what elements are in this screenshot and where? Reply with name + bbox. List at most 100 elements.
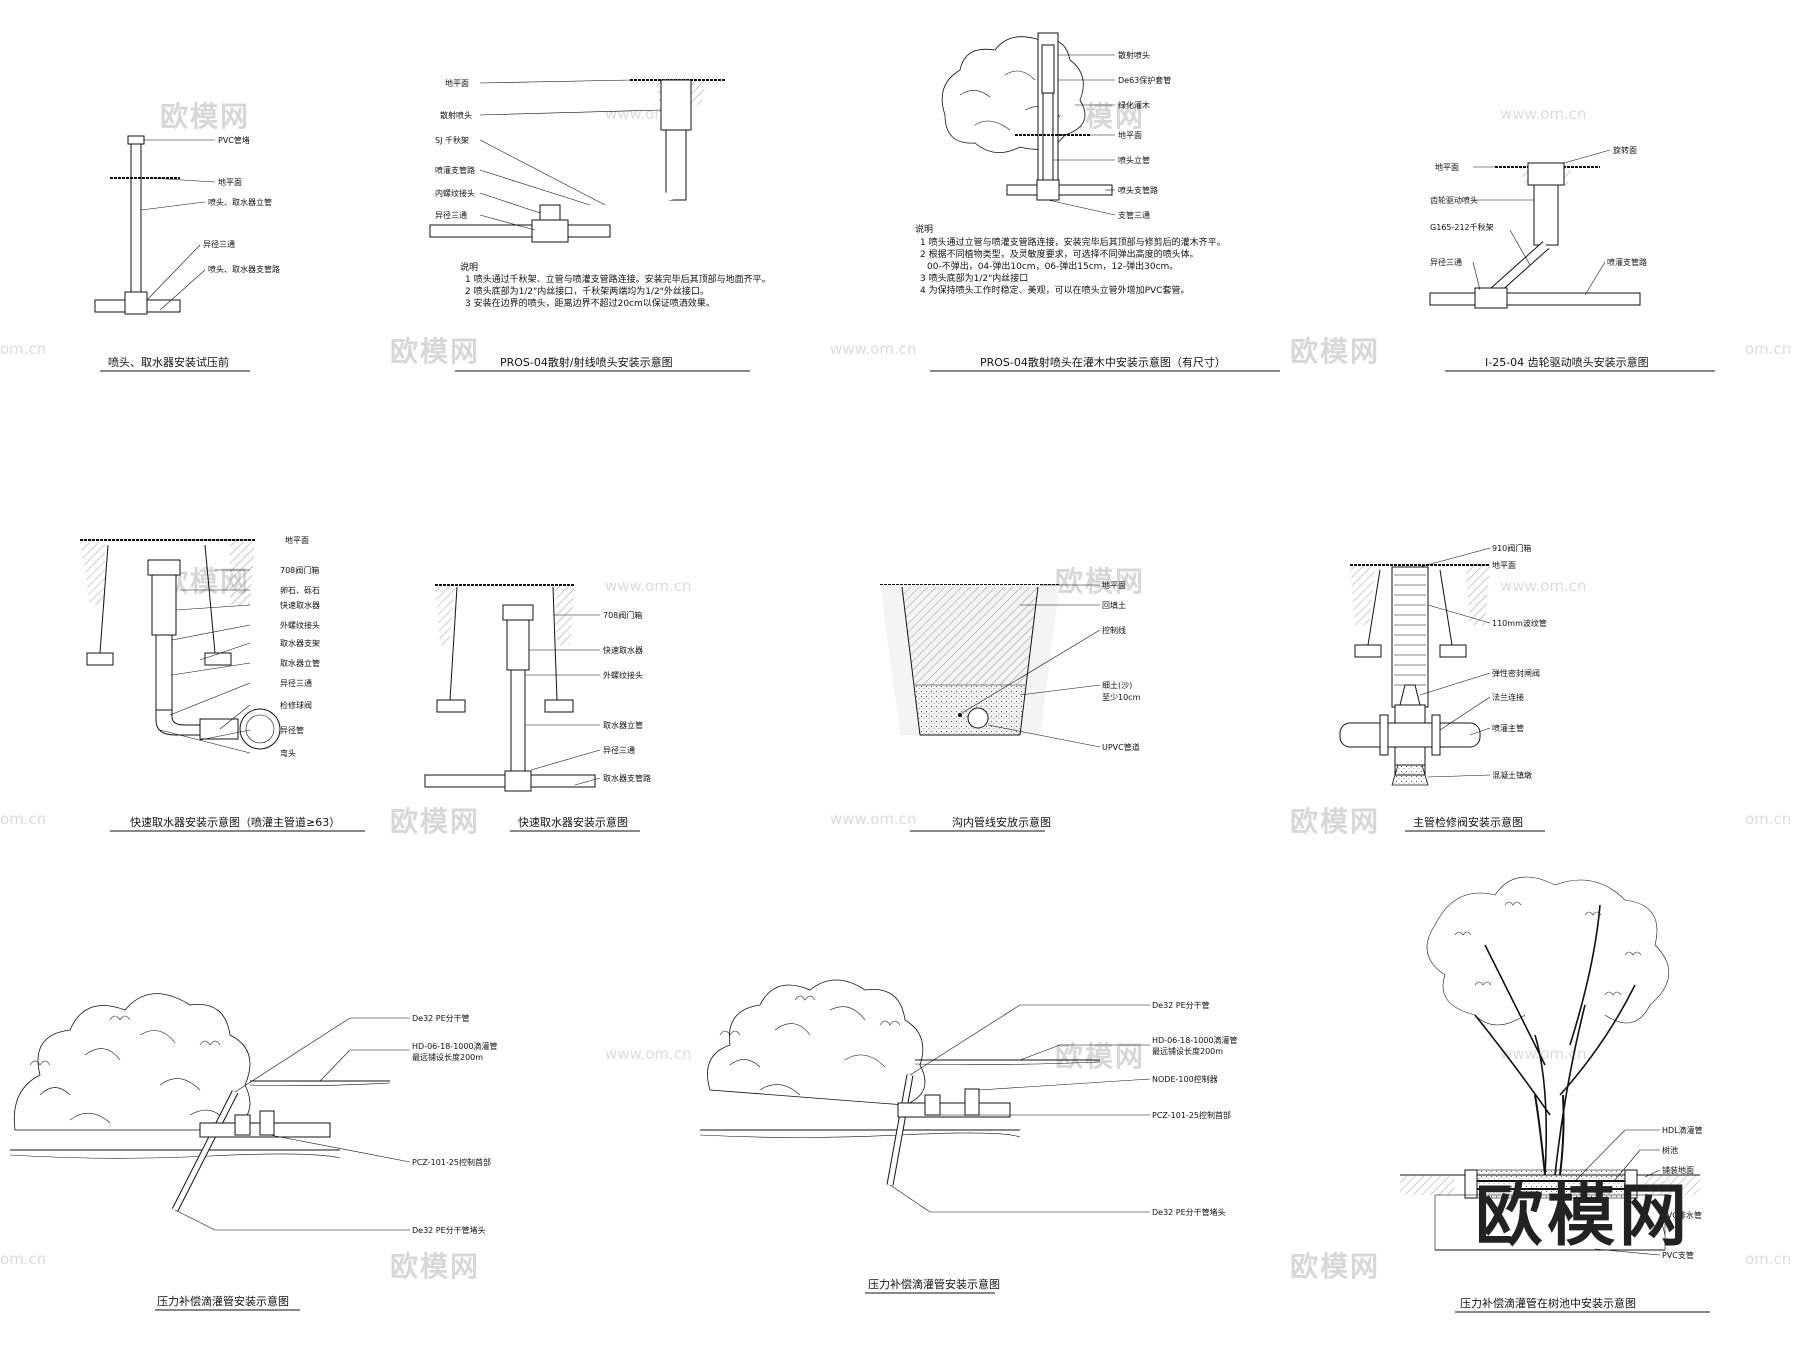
- label-ground: 地平面: [1118, 130, 1142, 140]
- caption: PROS-04散射/射线喷头安装示意图: [500, 355, 673, 369]
- caption: 压力补偿滴灌管安装示意图: [157, 1294, 289, 1308]
- label-riser: 取水器立管: [280, 658, 320, 668]
- label-riser: 取水器立管: [603, 720, 643, 730]
- leader-lines: [1472, 149, 1611, 296]
- label-valve-box: 708阀门箱: [280, 565, 319, 575]
- trench-section: [880, 584, 1060, 736]
- valve-box-section: [80, 539, 281, 750]
- notes-title: 说明: [915, 223, 933, 235]
- label-pe-main: De32 PE分干管: [412, 1013, 470, 1023]
- watermark-brand: 欧模网: [390, 805, 481, 838]
- watermark-url: om.cn: [0, 340, 47, 358]
- watermark-brand: 欧模网: [160, 100, 251, 133]
- leader-lines: [961, 584, 1101, 748]
- label-branch: 喷灌支管路: [1607, 257, 1647, 267]
- leader-lines: [1574, 1129, 1666, 1256]
- watermark-url: om.cn: [1745, 810, 1792, 828]
- label-ground: 地平面: [1492, 560, 1516, 570]
- label-tee: 支管三通: [1118, 210, 1150, 220]
- label-branch: 取水器支管路: [603, 773, 651, 783]
- caption: 主管检修阀安装示意图: [1413, 815, 1523, 829]
- drip-assembly: [9, 1080, 391, 1212]
- label-controller: NODE-100控制器: [1152, 1074, 1218, 1084]
- label-paving: 铺装地面: [1662, 1165, 1694, 1175]
- label-pvc-cap: PVC管堵: [218, 135, 250, 145]
- label-gate-valve: 弹性密封闸阀: [1492, 668, 1540, 678]
- leader-lines: [174, 1017, 411, 1231]
- panel-pros04-spray: 地平面 散射喷头 SJ 千秋架 喷灌支管路 内螺纹接头 异径三通 说明 1 喷头…: [429, 65, 771, 375]
- label-max-length: 最远铺设长度200m: [412, 1052, 483, 1062]
- watermark-url: om.cn: [1745, 340, 1792, 358]
- watermark-url: www.om.cn: [1500, 1045, 1587, 1063]
- watermark-url: www.om.cn: [605, 577, 692, 595]
- leader-lines: [1419, 547, 1491, 778]
- ground-section: [429, 79, 725, 243]
- label-gravel: 卵石、砾石: [280, 585, 320, 595]
- label-end-cap: De32 PE分干管堵头: [1152, 1207, 1226, 1217]
- label-min-depth: 至少10cm: [1102, 693, 1141, 702]
- label-drain-pipe: PVC排水管: [1662, 1210, 1702, 1220]
- label-control-head: PCZ-101-25控制首部: [412, 1157, 491, 1167]
- panel-main-valve: 910阀门箱 地平面 110mm波纹管 弹性密封闸阀 法兰连接 喷灌主管 混凝土…: [1339, 543, 1640, 835]
- label-spray-head: 散射喷头: [440, 110, 472, 120]
- label-end-cap: De32 PE分干管堵头: [412, 1225, 486, 1235]
- caption: PROS-04散射喷头在灌木中安装示意图（有尺寸）: [980, 355, 1226, 369]
- label-ground: 地平面: [218, 177, 242, 187]
- watermark-url: www.om.cn: [1500, 577, 1587, 595]
- label-bracket: 取水器支架: [280, 638, 320, 648]
- label-reducing-tee: 异径三通: [203, 239, 235, 249]
- watermark-brand: 欧模网: [1055, 565, 1146, 598]
- label-male-adapter: 外螺纹接头: [280, 620, 320, 630]
- note-3: 3 安装在边界的喷头，距离边界不超过20cm以保证喷洒效果。: [465, 297, 715, 309]
- note-1: 1 喷头通过千秋架、立管与喷灌支管路连接。安装完毕后其顶部与地面齐平。: [465, 273, 771, 285]
- panel-trench-pipe: 地平面 回填土 控制线 细土(沙) 至少10cm UPVC管道 沟内管线安放示意…: [880, 575, 1141, 835]
- label-tree-pit: 树池: [1662, 1145, 1678, 1155]
- panel-sprinkler-pressure-test: PVC管堵 地平面 喷头、取水器立管 异径三通 喷头、取水器支管路 喷头、取水器…: [90, 120, 290, 380]
- shrub-illustration: [13, 993, 251, 1131]
- label-thrust-block: 混凝土镇墩: [1492, 770, 1532, 780]
- caption: I-25-04 齿轮驱动喷头安装示意图: [1485, 355, 1649, 369]
- label-quick-coupler: 快速取水器: [603, 645, 643, 655]
- label-reducer: 异径管: [280, 725, 304, 735]
- valve-box-section: [424, 584, 596, 792]
- label-quick-coupler: 快速取水器: [280, 600, 320, 610]
- watermark-big: 欧模网: [1475, 1177, 1692, 1256]
- tree-pit-section: [1400, 1169, 1700, 1251]
- label-elbow: 弯头: [280, 748, 296, 758]
- label-female-adapter: 内螺纹接头: [435, 188, 475, 198]
- watermark-brand: 欧模网: [1290, 335, 1381, 368]
- label-backfill: 回填土: [1102, 600, 1126, 610]
- label-rotor: 齿轮驱动喷头: [1430, 195, 1478, 205]
- label-rotation-face: 旋转面: [1613, 145, 1637, 155]
- watermark-url: www.om.cn: [605, 1045, 692, 1063]
- leader-lines: [1047, 54, 1116, 216]
- label-spray-head: 散射喷头: [1118, 50, 1150, 60]
- label-shrub: 绿化灌木: [1118, 100, 1150, 110]
- caption: 喷头、取水器安装试压前: [108, 355, 229, 369]
- note-1: 1 喷头通过立管与喷灌支管路连接，安装完毕后其顶部与修剪后的灌木齐平。: [920, 236, 1226, 248]
- panel-drip-pressure-comp-1: De32 PE分干管 HD-06-18-1000滴灌管 最远铺设长度200m P…: [9, 975, 498, 1315]
- notes-title: 说明: [460, 261, 478, 273]
- label-reducing-tee: 异径三通: [603, 745, 635, 755]
- label-hdl-drip: HDL滴灌管: [1662, 1125, 1703, 1135]
- label-ground: 地平面: [445, 78, 469, 88]
- panel-quick-coupler: 708阀门箱 快速取水器 外螺纹接头 取水器立管 异径三通 取水器支管路 快速取…: [424, 575, 655, 835]
- label-swing-joint: SJ 千秋架: [435, 135, 469, 145]
- label-fine-soil: 细土(沙): [1102, 680, 1132, 690]
- watermark-url: om.cn: [1745, 1250, 1792, 1268]
- label-ground: 地平面: [1435, 162, 1459, 172]
- watermark-brand: 欧模网: [390, 1250, 481, 1283]
- panel-drip-pressure-comp-2: De32 PE分干管 HD-06-18-1000滴灌管 最远铺设长度200m N…: [699, 975, 1260, 1295]
- label-reducing-tee: 异径三通: [1430, 257, 1462, 267]
- caption: 沟内管线安放示意图: [952, 815, 1051, 829]
- panel-drip-tree-pit: HDL滴灌管 树池 铺装地面 PVC排水管 PVC支管 压力补偿滴灌管在树池中安…: [1395, 865, 1740, 1315]
- label-ground: 地平面: [285, 535, 309, 545]
- watermark-brand: 欧模网: [1290, 1250, 1381, 1283]
- riser-pipe: [94, 135, 181, 315]
- label-main-pipe: 喷灌主管: [1492, 723, 1524, 733]
- label-branch: 喷头、取水器支管路: [208, 264, 280, 274]
- note-2: 2 喷头底部为1/2"内丝接口，千秋架两端均为1/2"外丝接口。: [465, 285, 709, 297]
- watermark-brand: 欧模网: [1290, 805, 1381, 838]
- note-4: 3 喷头底部为1/2"内丝接口: [920, 272, 1028, 284]
- caption: 快速取水器安装示意图: [518, 815, 628, 829]
